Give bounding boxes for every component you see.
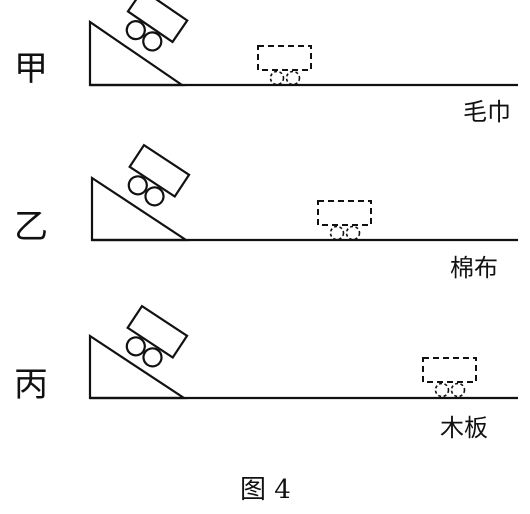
surface-label-jia: 毛巾 [463,98,511,126]
surface-label-yi: 棉布 [450,254,498,282]
surface-label-bing: 木板 [440,414,488,442]
row-jia: 甲 毛巾 [14,0,518,126]
row-yi: 乙 棉布 [14,143,518,282]
cart-on-ramp-yi [127,143,191,207]
row-label-yi: 乙 [14,207,48,247]
row-label-bing: 丙 [14,365,48,405]
cart-on-ramp-bing [125,304,189,368]
cart-stop-position-yi [317,200,372,241]
cart-stop-position-jia [257,45,312,86]
row-bing: 丙 木板 [14,304,518,442]
figure-caption: 图 4 [240,475,291,505]
cart-stop-position-bing [422,357,477,398]
cart-on-ramp-jia [125,0,189,52]
row-label-jia: 甲 [14,49,48,89]
